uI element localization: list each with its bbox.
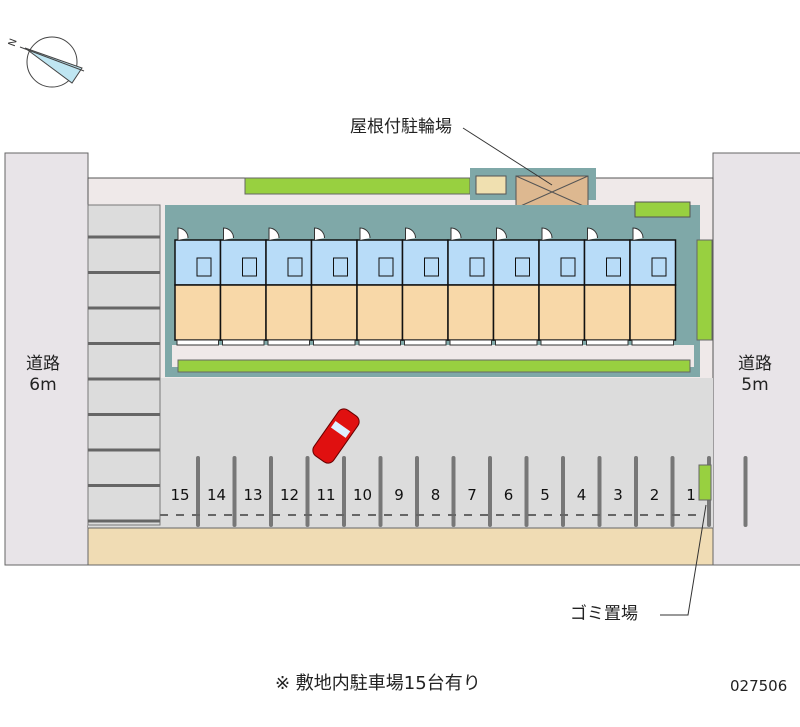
parking-space-number: 14	[207, 486, 226, 504]
parking-space-number: 6	[504, 486, 514, 504]
covered-bicycle-parking-label: 屋根付駐輪場	[350, 117, 452, 137]
apartment-unit	[447, 227, 495, 346]
sidewalk	[87, 527, 714, 566]
parking-space-number: 5	[540, 486, 550, 504]
garbage-area	[698, 464, 712, 501]
parking-space-number: 4	[577, 486, 587, 504]
road-right-width: 5m	[741, 375, 769, 395]
bicycle-racks	[475, 175, 507, 195]
apartment-unit	[401, 227, 449, 346]
parking-space-number: 9	[394, 486, 404, 504]
parking-space-number: 7	[467, 486, 477, 504]
garbage-label: ゴミ置場	[570, 604, 638, 624]
leader-line-garbage	[660, 504, 707, 616]
hedge-side	[696, 239, 713, 341]
parking-space-number: 8	[431, 486, 441, 504]
parking-left-strip	[87, 204, 161, 526]
hedge-front	[177, 359, 691, 373]
parking-space-number: 12	[280, 486, 299, 504]
north-arrow-icon: N	[7, 36, 85, 88]
hedge-top	[244, 177, 471, 195]
road-left-width: 6m	[29, 375, 57, 395]
apartment-unit	[310, 227, 358, 346]
parking-space-number: 3	[613, 486, 623, 504]
parking-lot	[88, 378, 713, 528]
parking-space-number: 13	[243, 486, 262, 504]
north-label: N	[7, 37, 20, 48]
parking-space-number: 10	[353, 486, 372, 504]
parking-note: ※ 敷地内駐車場15台有り	[275, 673, 481, 694]
road-left	[4, 152, 89, 566]
road-right	[712, 152, 800, 566]
road-right-name: 道路	[738, 354, 772, 374]
parking-space-number: 11	[316, 486, 335, 504]
parking-space-number: 2	[650, 486, 660, 504]
covered-bicycle-parking	[515, 175, 589, 209]
apartment-unit	[219, 227, 267, 346]
property-code: 027506	[730, 677, 788, 695]
hedge-corner	[634, 201, 691, 218]
parking-space-number: 1	[686, 486, 696, 504]
car-icon	[312, 408, 360, 464]
parking-space-number: 15	[170, 486, 189, 504]
apartment-unit	[174, 227, 222, 346]
apartment-unit	[356, 227, 404, 346]
apartment-unit	[265, 227, 313, 346]
apartment-unit	[538, 227, 586, 346]
apartment-unit	[629, 227, 677, 346]
apartment-unit	[583, 227, 631, 346]
apartment-unit	[492, 227, 540, 346]
leader-line-bike	[462, 127, 553, 186]
road-left-name: 道路	[26, 354, 60, 374]
